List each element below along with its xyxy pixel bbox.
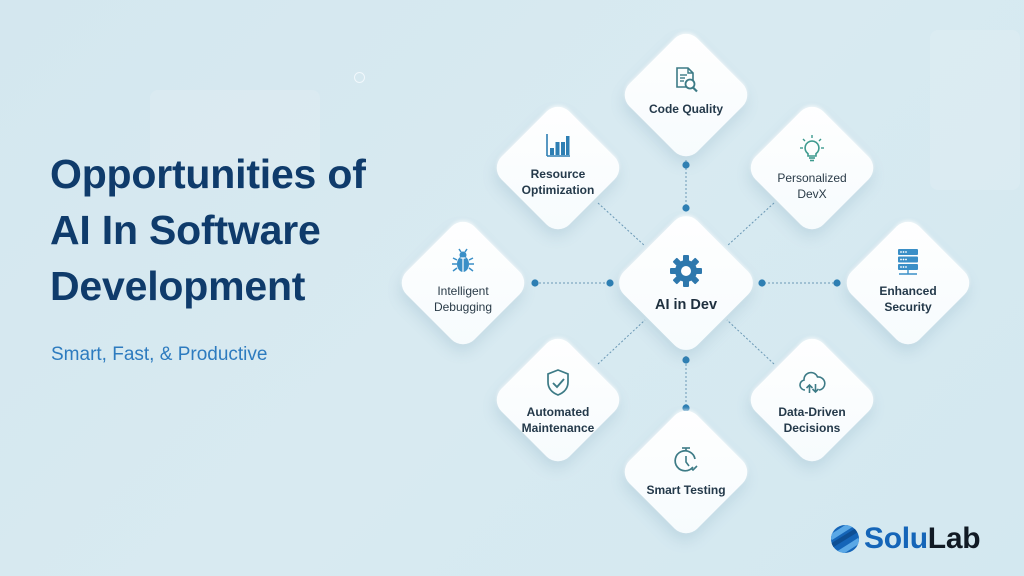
node-label: Intelligent Debugging — [433, 284, 493, 314]
node-label: Data-Driven Decisions — [778, 405, 846, 435]
solulab-logo-icon — [831, 525, 859, 553]
decorative-ring — [354, 72, 365, 83]
subtitle: Smart, Fast, & Productive — [51, 344, 268, 365]
title-line-3: Development — [50, 263, 306, 309]
node-label: Automated Maintenance — [521, 405, 595, 435]
center-label: AI in Dev — [654, 297, 718, 313]
document-search-icon — [676, 67, 698, 93]
node-label: Resource Optimization — [521, 167, 595, 197]
node-label: Smart Testing — [646, 483, 726, 497]
background-panel — [930, 30, 1020, 190]
node-label: Enhanced Security — [879, 284, 937, 314]
server-icon — [898, 249, 918, 275]
stopwatch-check-icon — [674, 447, 698, 472]
page-title: Opportunities of AI In Software Developm… — [50, 146, 366, 314]
shield-check-icon — [547, 369, 569, 396]
cloud-sync-icon — [799, 371, 826, 394]
gear-icon — [670, 255, 702, 287]
node-label: Personalized DevX — [777, 171, 847, 201]
logo-text-lab: Lab — [927, 522, 981, 555]
logo-text-solu: Solu — [864, 522, 928, 555]
lightbulb-icon — [800, 135, 824, 162]
background-panel — [150, 90, 320, 190]
title-line-1: Opportunities of — [50, 151, 366, 197]
bar-chart-icon — [546, 134, 570, 157]
title-line-2: AI In Software — [50, 207, 321, 253]
bug-icon — [452, 248, 474, 272]
node-label: Code Quality — [648, 102, 723, 116]
